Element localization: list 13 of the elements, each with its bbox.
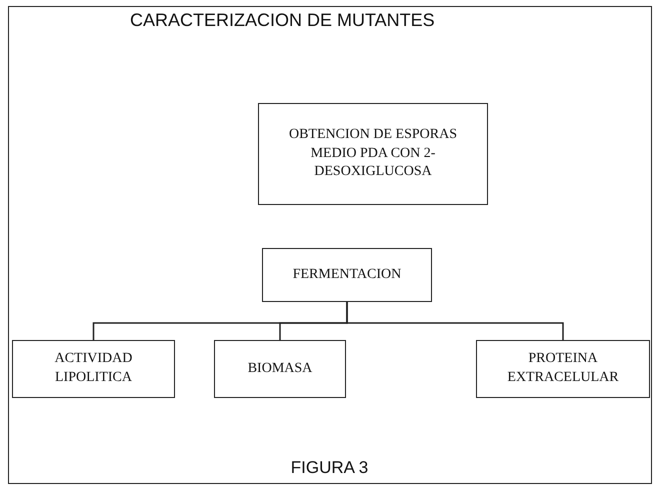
box-label: FERMENTACION: [292, 266, 402, 284]
box-label: OBTENCION DE ESPORAS MEDIO PDA CON 2-DESOXIGLUCOSA: [288, 126, 458, 182]
process-box: [214, 340, 346, 398]
figure-caption: FIGURA 3: [290, 458, 370, 478]
box-label: PROTEINA EXTRACELULAR: [506, 350, 620, 387]
box-label: ACTIVIDAD LIPOLITICA: [54, 350, 134, 387]
process-box: [12, 340, 175, 398]
process-box: [262, 248, 432, 302]
connector-line: [346, 302, 564, 340]
process-box: [476, 340, 650, 398]
box-label: BIOMASA: [248, 360, 312, 378]
process-box: [258, 103, 488, 205]
diagram-title: CARACTERIZACION DE MUTANTES: [130, 10, 435, 31]
